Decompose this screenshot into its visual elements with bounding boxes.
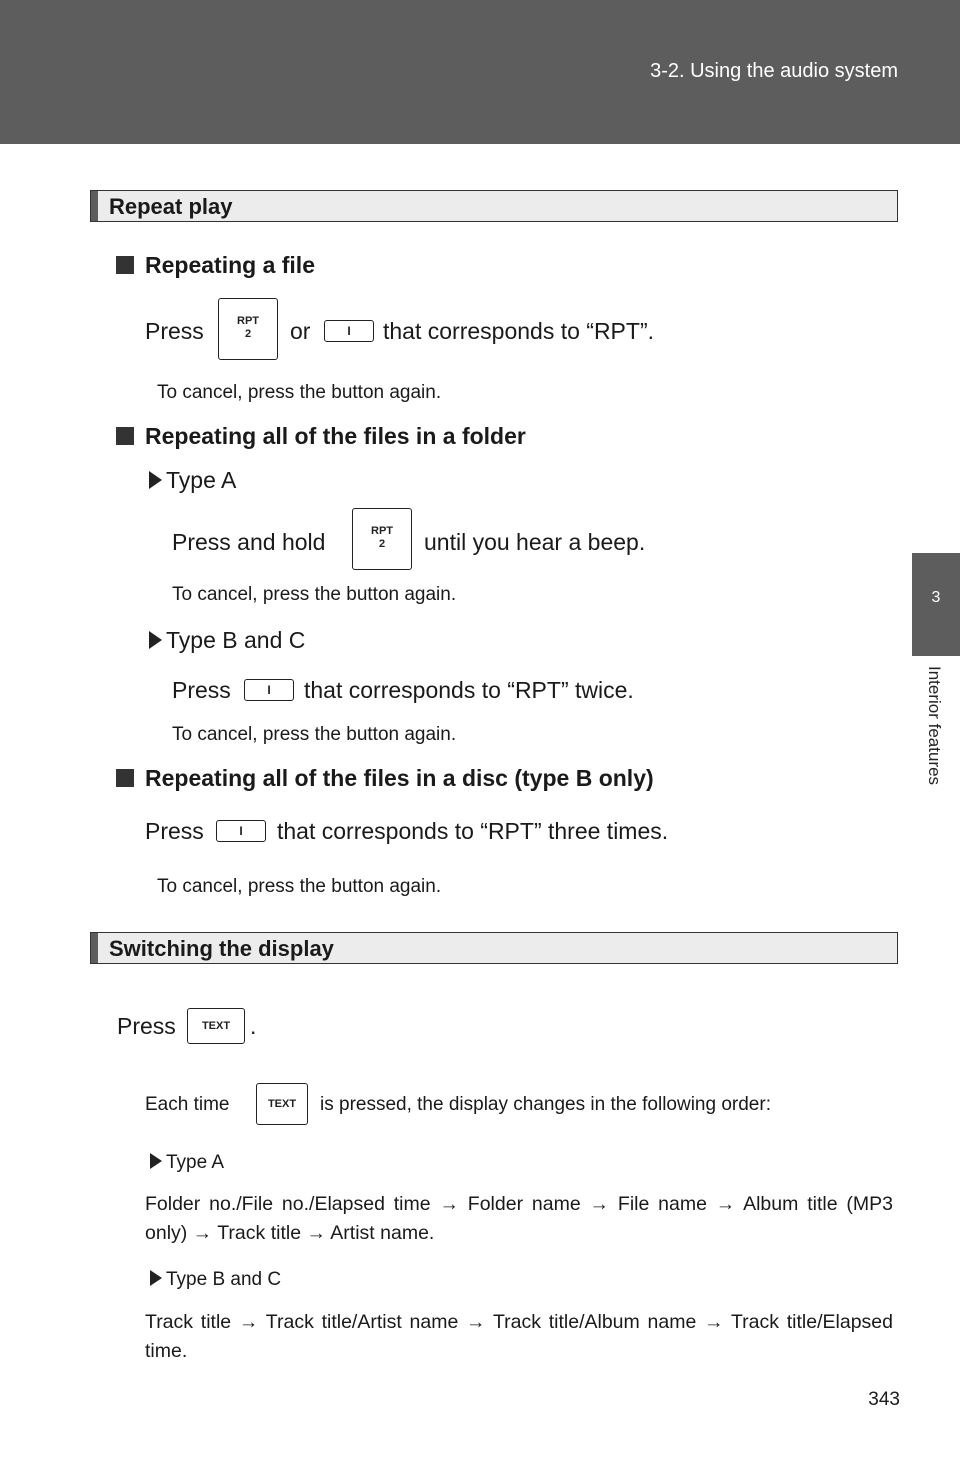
display-order-type-bc: Track title → Track title/Artist name → … [145,1311,893,1362]
instruction-text: Press and hold [172,529,326,555]
instruction-text: Press [117,1013,176,1039]
instruction-text: that corresponds to “RPT” three times. [277,818,669,844]
type-a-label: Type A [150,1152,224,1174]
bar-button[interactable]: I [244,679,294,701]
instruction-text: or [290,318,311,344]
bar-button[interactable]: I [324,320,374,342]
type-label-text: Type A [166,1152,225,1173]
text-button[interactable]: TEXT [187,1008,245,1044]
subheading-text: Repeating all of the files in a folder [145,423,526,449]
subheading-repeating-file: Repeating a file [116,252,315,279]
cancel-note: To cancel, press the button again. [157,876,442,897]
square-bullet-icon [116,256,134,274]
type-bc-label: Type B and C [150,1269,281,1291]
cancel-note: To cancel, press the button again. [172,724,457,745]
subheading-text: Repeating all of the files in a disc (ty… [145,765,654,791]
subheading-text: Repeating a file [145,252,315,278]
instruction-text: until you hear a beep. [424,529,646,555]
chapter-tab: 3 [912,553,960,656]
type-label-text: Type B and C [166,627,306,653]
each-time-text: Each time [145,1094,230,1115]
page-number: 343 [868,1389,900,1410]
instruction-text: . [250,1013,257,1039]
type-a-label: Type A [149,467,236,494]
section-title: Repeat play [109,194,233,219]
button-label: RPT [371,525,393,537]
instruction-text: that corresponds to “RPT” twice. [304,677,634,703]
instruction-text: Press [172,677,231,703]
subheading-repeating-folder: Repeating all of the files in a folder [116,423,526,450]
button-number: 2 [378,538,386,550]
section-heading-repeat-play: Repeat play [90,190,898,222]
chapter-number: 3 [931,589,941,606]
type-label-text: Type B and C [166,1269,282,1290]
chapter-title: 3-2. Using the audio system [650,60,898,82]
chapter-name: Interior features [925,666,944,786]
display-order-type-a: Folder no./File no./Elapsed time → Folde… [145,1193,893,1244]
instruction-text: Press [145,818,204,844]
subheading-repeating-disc: Repeating all of the files in a disc (ty… [116,765,654,792]
section-title: Switching the display [109,936,334,961]
type-bc-label: Type B and C [149,627,305,654]
triangle-bullet-icon [150,1270,162,1286]
cancel-note: To cancel, press the button again. [157,382,442,403]
triangle-bullet-icon [149,471,162,489]
bar-button[interactable]: I [216,820,266,842]
triangle-bullet-icon [149,631,162,649]
instruction-text: that corresponds to “RPT”. [383,318,654,344]
instruction-text: Press [145,318,204,344]
square-bullet-icon [116,427,134,445]
button-number: 2 [244,328,252,340]
type-label-text: Type A [166,467,237,493]
button-label: RPT [237,315,259,327]
page-header: 3-2. Using the audio system [0,0,960,144]
triangle-bullet-icon [150,1153,162,1169]
cancel-note: To cancel, press the button again. [172,584,457,605]
each-time-text: is pressed, the display changes in the f… [320,1094,771,1115]
text-button[interactable]: TEXT [256,1083,308,1125]
chapter-side-label: Interior features [925,650,946,830]
section-heading-switching-display: Switching the display [90,932,898,964]
square-bullet-icon [116,769,134,787]
